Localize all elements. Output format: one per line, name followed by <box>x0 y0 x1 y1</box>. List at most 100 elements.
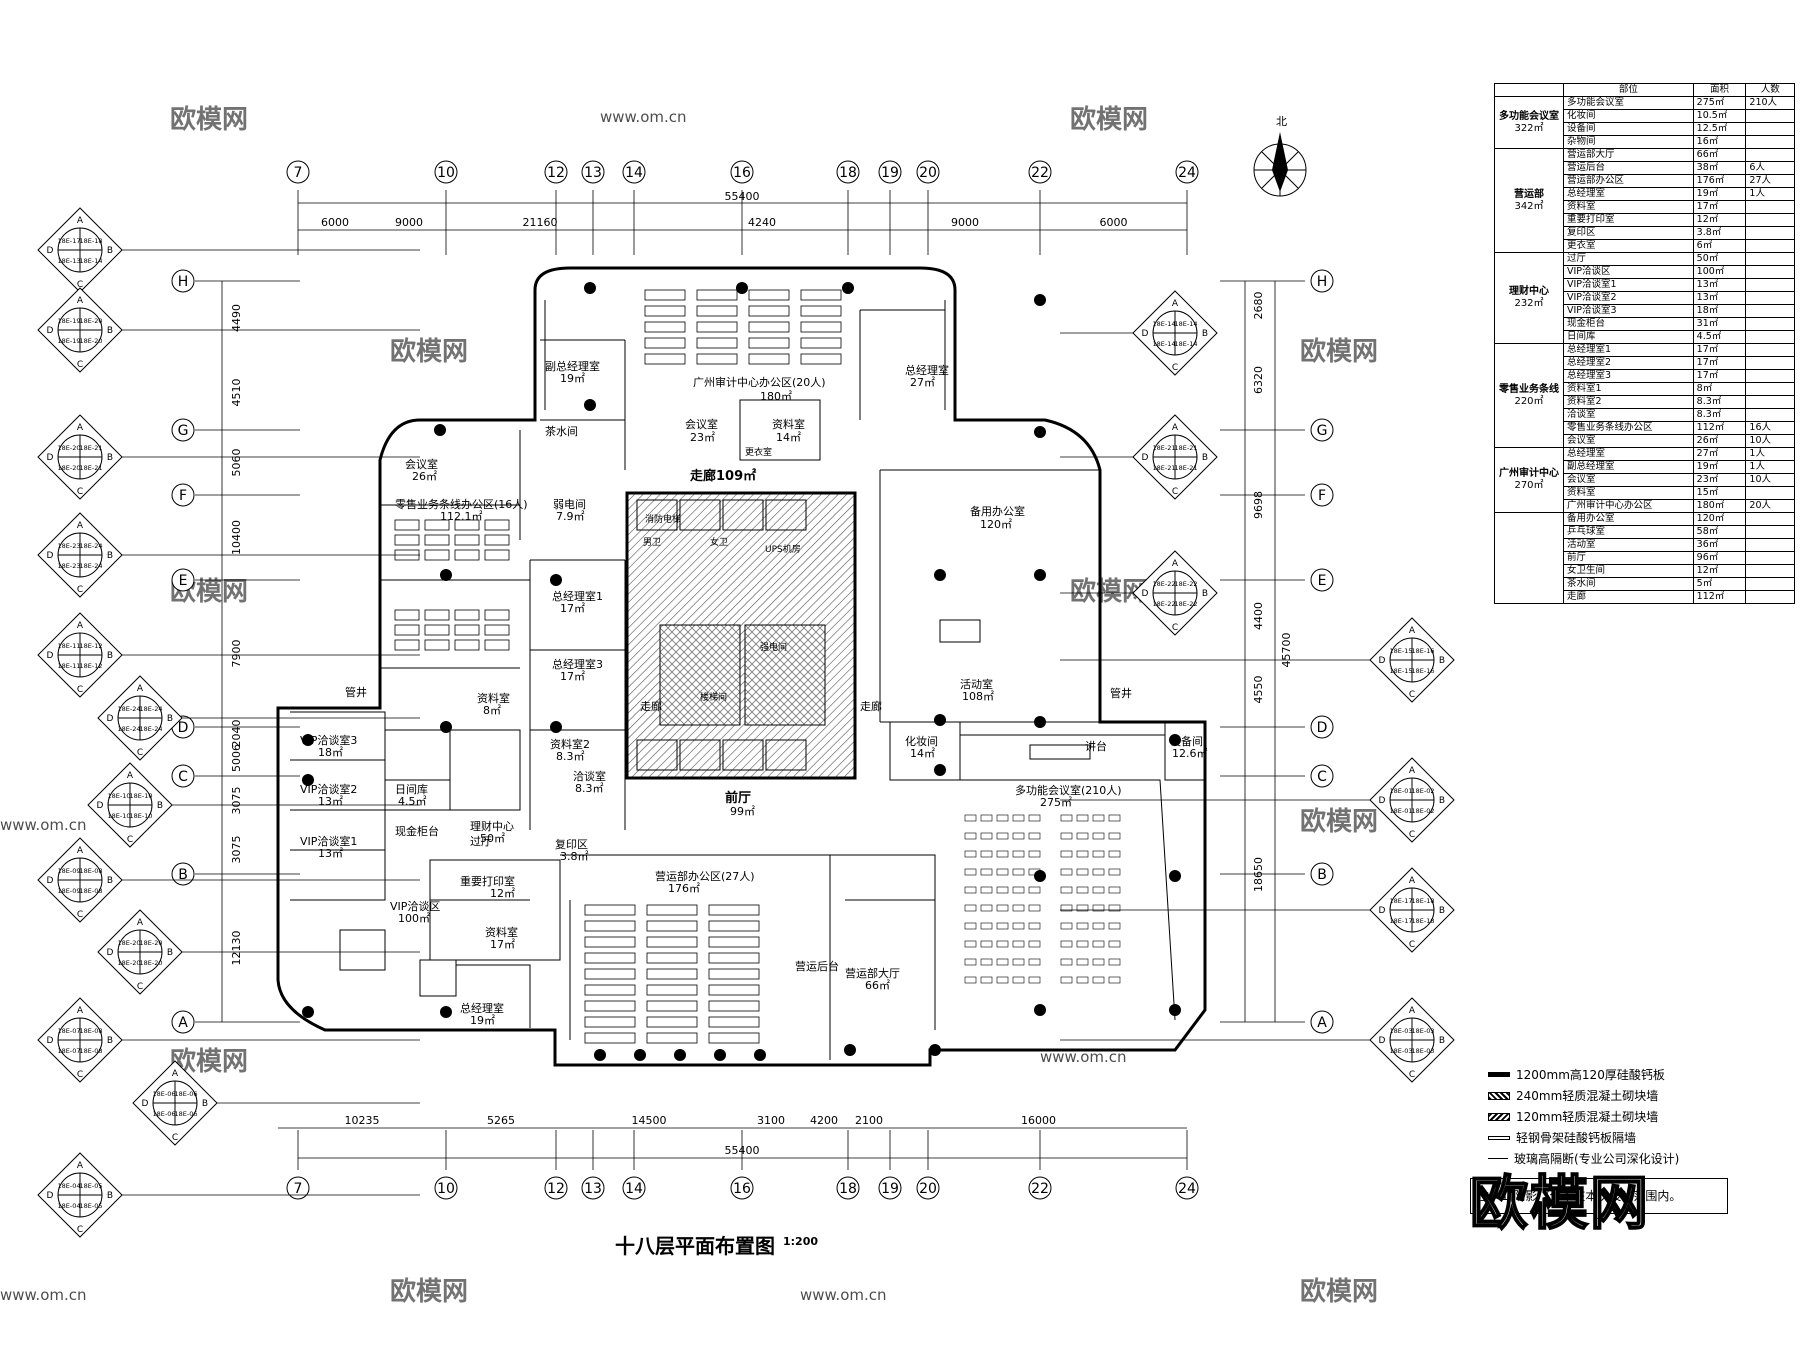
dim-top-segment: 6000 <box>1100 216 1128 229</box>
room-podium: 讲台 <box>1085 739 1107 753</box>
grid-bubble-row <box>1310 269 1334 293</box>
elevator <box>636 499 678 531</box>
seat <box>1092 940 1105 948</box>
workstation <box>424 624 450 636</box>
pingpong-table <box>939 619 981 643</box>
tag-letter: D <box>47 876 54 886</box>
tag-letter: C <box>1172 363 1178 373</box>
legend-label: 120mm轻质混凝土砌块墙 <box>1516 1110 1659 1124</box>
grid-row-label: H <box>1317 274 1328 290</box>
workstation <box>484 549 510 561</box>
tag-letter: C <box>77 1225 83 1235</box>
grid-row-label: E <box>179 573 188 589</box>
tag-letter: B <box>202 1099 208 1109</box>
dim-left-segment: 2040 <box>230 720 243 748</box>
column <box>714 1049 726 1061</box>
tag-ref: 18E-10 <box>108 792 131 800</box>
seat <box>1108 886 1121 894</box>
dim-bottom-segment: 5265 <box>487 1114 515 1127</box>
dim-bottom-segment: 3100 <box>757 1114 785 1127</box>
grid-col-label: 24 <box>1178 1181 1196 1197</box>
tag-ref: 18E-19 <box>58 337 81 345</box>
room-meeting-left-area: 26㎡ <box>412 470 437 483</box>
column <box>1034 870 1046 882</box>
column <box>844 1044 856 1056</box>
workstation <box>646 984 698 996</box>
grid-bubble-row <box>1310 764 1334 788</box>
schedule-cell <box>1745 551 1795 565</box>
tag-letter: C <box>137 982 143 992</box>
room-archive2-area: 8.3㎡ <box>556 750 585 763</box>
grid-bubble-row <box>171 764 195 788</box>
room-gm-top-right-area: 27㎡ <box>910 376 935 389</box>
watermark: 欧模网 <box>390 1276 468 1307</box>
room-elec: 强电间 <box>760 641 787 653</box>
seat <box>964 868 977 876</box>
grid-col-label: 18 <box>839 165 857 181</box>
column <box>434 424 446 436</box>
tag-ref: 18E-20 <box>140 939 163 947</box>
watermark-url: www.om.cn <box>600 108 687 126</box>
schedule-cell <box>1745 525 1795 539</box>
dim-top-segment: 6000 <box>321 216 349 229</box>
dim-bottom-segment: 4200 <box>810 1114 838 1127</box>
grid-col-label: 12 <box>547 1181 565 1197</box>
workstation <box>646 968 698 980</box>
column <box>1169 734 1181 746</box>
room-gm3-area: 17㎡ <box>560 670 585 683</box>
tag-letter: B <box>107 551 113 561</box>
tag-ref: 18E-11 <box>58 642 81 650</box>
watermark-url: www.om.cn <box>0 1286 87 1304</box>
seat <box>1092 922 1105 930</box>
tag-letter: B <box>107 326 113 336</box>
grid-col-label: 20 <box>919 1181 937 1197</box>
schedule-cell: 营运部大厅 <box>1563 148 1694 162</box>
room-corridor: 走廊109㎡ <box>690 468 756 484</box>
schedule-cell: 1人 <box>1745 187 1795 201</box>
tag-ref: 18E-14 <box>80 257 103 265</box>
tag-letter: C <box>1409 690 1415 700</box>
schedule-cell: 走廊 <box>1563 590 1694 604</box>
column <box>1034 294 1046 306</box>
tag-ref: 18E-20 <box>118 939 141 947</box>
seat <box>1060 868 1073 876</box>
room-wealth-area: 50㎡ <box>480 832 505 845</box>
schedule-cell: 广州审计中心办公区 <box>1563 499 1694 513</box>
seat <box>1076 940 1089 948</box>
tag-ref: 18E-22 <box>1175 580 1198 588</box>
tag-letter: A <box>1409 626 1416 636</box>
workstation <box>584 1000 636 1012</box>
room-weak-elec: 弱电间 <box>553 498 586 511</box>
grid-col-label: 19 <box>881 165 899 181</box>
tag-letter: B <box>107 876 113 886</box>
schedule-cell <box>1745 239 1795 253</box>
room-print: 重要打印室 <box>460 874 515 888</box>
grid-col-label: 24 <box>1178 165 1196 181</box>
tag-ref: 18E-14 <box>1175 320 1198 328</box>
schedule-header-row: 部位面积人数 <box>1494 83 1795 97</box>
schedule-cell <box>1745 304 1795 318</box>
schedule-cell: 洽谈室 <box>1563 408 1694 422</box>
schedule-cell: VIP洽谈区 <box>1563 265 1694 279</box>
seat <box>964 958 977 966</box>
tag-letter: D <box>142 1099 149 1109</box>
tag-ref: 18E-18 <box>1412 897 1435 905</box>
schedule-cell: 100㎡ <box>1692 265 1747 279</box>
column <box>754 1049 766 1061</box>
column <box>1034 716 1046 728</box>
column <box>736 282 748 294</box>
tag-letter: D <box>47 1191 54 1201</box>
seat <box>996 850 1009 858</box>
grid-bubble-col <box>581 1176 605 1200</box>
dim-bottom-overall: 55400 <box>725 1144 760 1157</box>
seat <box>980 976 993 984</box>
grid-bubble-row <box>1310 483 1334 507</box>
